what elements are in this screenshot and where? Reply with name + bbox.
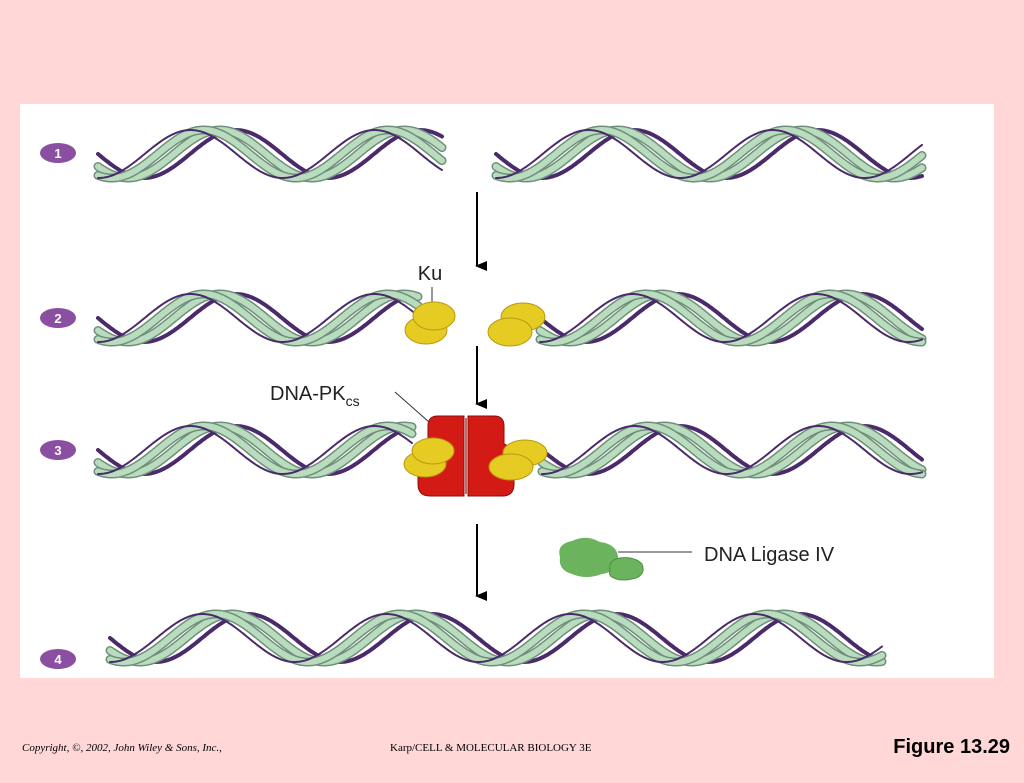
- dna-helix: [535, 289, 927, 347]
- helix-strand: [97, 129, 443, 179]
- helix-strand: [107, 611, 885, 665]
- dna-helix: [93, 125, 447, 183]
- ku-label: Ku: [418, 263, 442, 285]
- dna-helix: [537, 421, 927, 479]
- step-number: 3: [54, 443, 61, 458]
- step-badge-2: 2: [40, 308, 76, 328]
- helix-strand: [541, 425, 923, 475]
- dna-ligase-label: DNA Ligase IV: [704, 544, 835, 566]
- figure-number: Figure 13.29: [893, 736, 1010, 758]
- helix-strand: [95, 291, 421, 345]
- helix-strand: [95, 423, 415, 477]
- helix-strand: [95, 126, 445, 182]
- step-badge-3: 3: [40, 440, 76, 460]
- book-credit-text: Karp/CELL & MOLECULAR BIOLOGY 3E: [390, 742, 592, 754]
- ku-protein-right: [488, 439, 548, 481]
- helix-strand: [109, 613, 883, 663]
- dna-helix: [491, 125, 927, 183]
- helix-strand: [97, 293, 419, 343]
- step-badge-1: 1: [40, 143, 76, 163]
- helix-strand: [97, 425, 413, 475]
- helix-strand: [495, 129, 923, 179]
- helix-strand: [95, 127, 445, 181]
- dna-pk-label: DNA-PKcs: [270, 383, 360, 409]
- figure-panel: 1 2 3 4 Ku DNA-PKcs: [20, 104, 994, 678]
- helix-strand: [539, 293, 923, 343]
- ku-protein-left: [403, 437, 455, 478]
- step-badge-4: 4: [40, 649, 76, 669]
- ku-protein-right: [487, 302, 546, 347]
- helix-strand: [537, 290, 925, 346]
- step-number: 1: [54, 146, 61, 161]
- helix-strand: [95, 290, 421, 346]
- helix-strand: [96, 127, 444, 181]
- dna-ligase-iv-protein: [559, 537, 644, 581]
- helix-strand: [96, 423, 414, 477]
- copyright-text: Copyright, ©, 2002, John Wiley & Sons, I…: [22, 742, 222, 754]
- helix-strand: [95, 422, 415, 478]
- helix-strand: [493, 127, 925, 181]
- step-number: 4: [54, 652, 62, 667]
- step-number: 2: [54, 311, 61, 326]
- dna-helix: [93, 421, 417, 479]
- ku-protein-left: [404, 301, 456, 345]
- helix-strand: [539, 422, 925, 478]
- helix-strand: [96, 291, 420, 345]
- dna-helix-joined: [105, 609, 887, 667]
- dna-helix: [93, 289, 423, 347]
